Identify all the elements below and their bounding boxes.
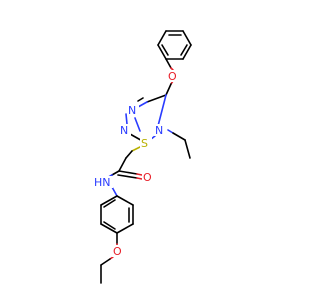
atom-labels: O N N N S O HN O — [93, 70, 179, 258]
ether-oxygen-top-label: O — [168, 70, 177, 83]
triazole-nitrogen-4: N — [154, 124, 166, 137]
triazole-nitrogen-2: N — [119, 124, 131, 137]
triazole-nitrogen-1-label: N — [128, 104, 136, 117]
carbonyl-oxygen-label: O — [143, 171, 152, 184]
svg-text:HN: HN — [94, 176, 111, 189]
phenyl-ring — [157, 30, 192, 60]
carbonyl-oxygen: O — [142, 171, 154, 184]
ether-oxygen-bottom: O — [112, 245, 124, 258]
amide-nitrogen-label: N — [102, 176, 110, 189]
triazole-nitrogen-1: N — [127, 104, 139, 117]
phenoxy-linker — [165, 58, 174, 96]
ethoxy-group — [100, 232, 118, 284]
ethyl-group — [167, 129, 191, 159]
chemical-structure-diagram: O N N N S O HN O — [93, 30, 192, 284]
ether-oxygen-bottom-label: O — [113, 245, 122, 258]
triazole-nitrogen-2-label: N — [120, 124, 128, 137]
amide-hydrogen-label: H — [94, 176, 102, 189]
ethoxyphenyl-ring — [100, 195, 134, 234]
sulfur-label: S — [141, 137, 148, 150]
amide-nitrogen: HN — [93, 176, 113, 189]
ether-oxygen-top: O — [167, 70, 179, 83]
triazole-nitrogen-4-label: N — [155, 124, 163, 137]
sulfur-atom: S — [140, 137, 152, 150]
